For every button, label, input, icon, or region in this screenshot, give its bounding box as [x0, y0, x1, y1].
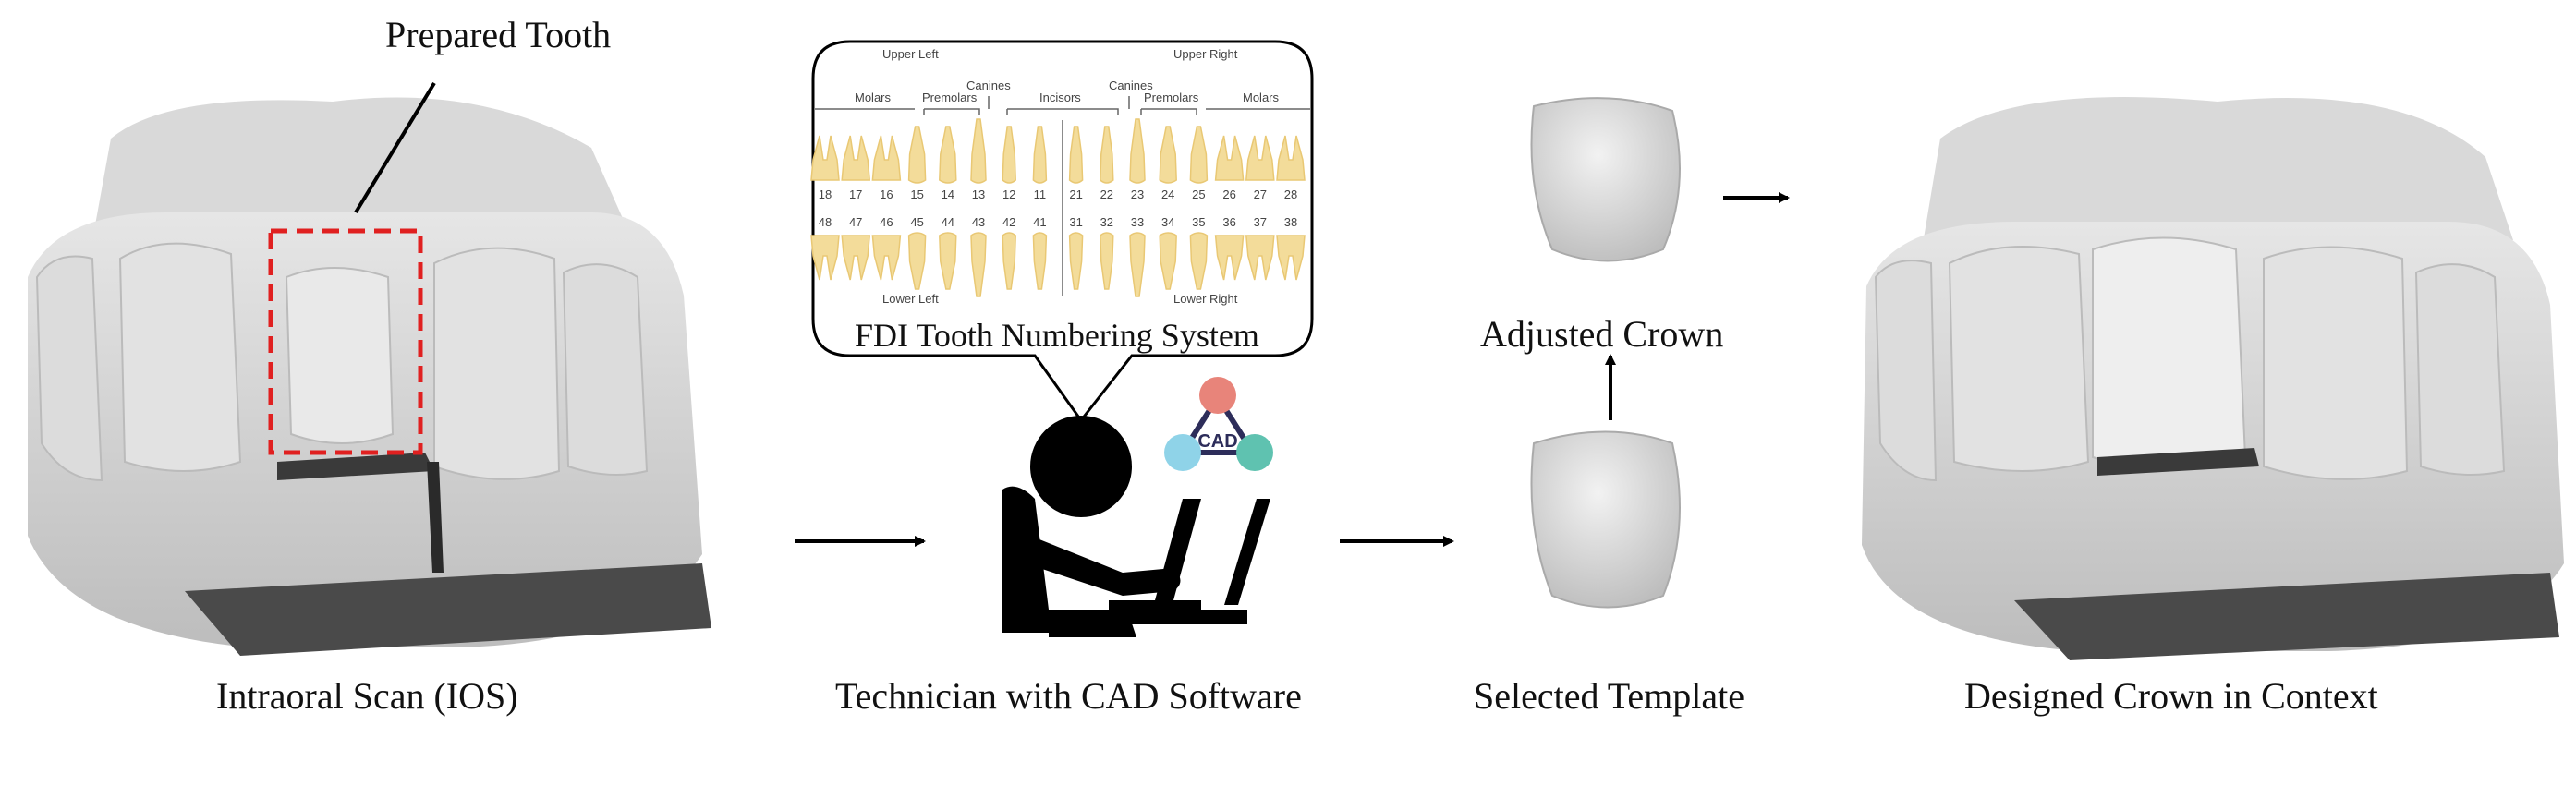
upper-tooth-number: 12 [1002, 187, 1015, 201]
upper-teeth-row [810, 118, 1306, 184]
lower-tooth-number: 43 [972, 215, 985, 229]
upper-tooth-number: 25 [1192, 187, 1205, 201]
lower-tooth-35 [1189, 232, 1209, 290]
upper-tooth-number: 15 [910, 187, 923, 201]
upper-tooth-number: 16 [880, 187, 893, 201]
lower-tooth-36 [1214, 235, 1245, 281]
upper-tooth-number: 24 [1161, 187, 1174, 201]
upper-tooth-24 [1159, 126, 1177, 184]
upper-tooth-number: 23 [1131, 187, 1144, 201]
upper-tooth-13 [970, 118, 987, 184]
lower-tooth-32 [1100, 232, 1114, 290]
lower-tooth-46 [871, 235, 902, 281]
lower-tooth-38 [1276, 235, 1306, 281]
upper-tooth-12 [1002, 126, 1016, 184]
technician-label: Technician with CAD Software [835, 675, 1302, 717]
intraoral-scan-model [28, 81, 711, 656]
upper-tooth-28 [1276, 135, 1306, 181]
prepared-tooth-label: Prepared Tooth [385, 14, 612, 55]
lower-tooth-number: 48 [819, 215, 832, 229]
lower-tooth-44 [939, 232, 957, 290]
upper-tooth-number: 27 [1254, 187, 1267, 201]
fdi-tooth-chart: Upper Left Upper Right Lower Left Lower … [810, 47, 1310, 306]
upper-tooth-26 [1214, 135, 1245, 181]
lower-tooth-number: 42 [1002, 215, 1015, 229]
lower-tooth-43 [970, 232, 987, 297]
upper-tooth-number: 28 [1284, 187, 1297, 201]
upper-tooth-number: 22 [1100, 187, 1113, 201]
lower-tooth-number: 44 [942, 215, 954, 229]
upper-tooth-25 [1189, 126, 1209, 184]
fdi-group-molars-left: Molars [855, 91, 892, 104]
lower-tooth-37 [1245, 235, 1275, 281]
lower-tooth-41 [1032, 232, 1048, 290]
prepared-tooth-highlight [268, 228, 423, 455]
upper-tooth-23 [1129, 118, 1146, 184]
fdi-upper-left: Upper Left [882, 47, 939, 61]
upper-tooth-22 [1100, 126, 1114, 184]
upper-tooth-numbers: 18 17 16 15 14 13 12 11 21 22 23 24 25 26 27 28 [819, 187, 1297, 201]
upper-tooth-11 [1032, 126, 1048, 184]
upper-tooth-number: 26 [1222, 187, 1235, 201]
upper-tooth-18 [810, 135, 840, 181]
lower-tooth-42 [1002, 232, 1016, 290]
fdi-group-canines-left: Canines [966, 79, 1011, 92]
lower-tooth-number: 37 [1254, 215, 1267, 229]
upper-tooth-14 [939, 126, 957, 184]
fdi-group-canines-right: Canines [1109, 79, 1153, 92]
lower-teeth-row [810, 232, 1306, 297]
upper-tooth-16 [871, 135, 902, 181]
lower-tooth-number: 33 [1131, 215, 1144, 229]
lower-tooth-34 [1159, 232, 1177, 290]
fdi-group-premolars-right: Premolars [1144, 91, 1199, 104]
upper-tooth-27 [1245, 135, 1275, 181]
lower-tooth-number: 34 [1161, 215, 1174, 229]
fdi-system-label: FDI Tooth Numbering System [855, 317, 1259, 354]
upper-tooth-21 [1068, 126, 1084, 184]
lower-tooth-33 [1129, 232, 1146, 297]
lower-tooth-31 [1068, 232, 1084, 290]
lower-tooth-number: 35 [1192, 215, 1205, 229]
intraoral-scan-label: Intraoral Scan (IOS) [216, 675, 518, 717]
lower-tooth-numbers: 48 47 46 45 44 43 42 41 31 32 33 34 35 36 37 38 [819, 215, 1297, 229]
lower-tooth-number: 36 [1222, 215, 1235, 229]
adjusted-crown-model [1530, 97, 1681, 262]
upper-tooth-15 [907, 126, 927, 184]
designed-crown-model [1862, 97, 2564, 660]
upper-tooth-number: 14 [942, 187, 954, 201]
fdi-group-premolars-left: Premolars [922, 91, 978, 104]
cad-badge: CAD [1164, 377, 1273, 471]
upper-tooth-number: 11 [1034, 187, 1047, 201]
upper-tooth-number: 17 [849, 187, 862, 201]
lower-tooth-number: 38 [1284, 215, 1297, 229]
upper-tooth-number: 18 [819, 187, 832, 201]
fdi-lower-right: Lower Right [1173, 292, 1238, 306]
designed-crown-label: Designed Crown in Context [1964, 675, 2378, 717]
technician-icon [1002, 416, 1270, 637]
lower-tooth-45 [907, 232, 927, 290]
lower-tooth-number: 46 [880, 215, 893, 229]
selected-template-model [1530, 430, 1681, 609]
upper-tooth-number: 21 [1069, 187, 1082, 201]
lower-tooth-number: 47 [849, 215, 862, 229]
selected-template-label: Selected Template [1474, 675, 1745, 717]
adjusted-crown-label: Adjusted Crown [1480, 313, 1724, 355]
cad-label: CAD [1197, 431, 1237, 452]
upper-tooth-number: 13 [972, 187, 985, 201]
lower-tooth-number: 31 [1069, 215, 1082, 229]
lower-tooth-number: 32 [1100, 215, 1113, 229]
fdi-upper-right: Upper Right [1173, 47, 1238, 61]
upper-tooth-17 [841, 135, 871, 181]
lower-tooth-number: 41 [1033, 215, 1046, 229]
fdi-group-incisors: Incisors [1039, 91, 1081, 104]
fdi-lower-left: Lower Left [882, 292, 939, 306]
lower-tooth-number: 45 [910, 215, 923, 229]
lower-tooth-47 [841, 235, 871, 281]
fdi-group-molars-right: Molars [1243, 91, 1280, 104]
lower-tooth-48 [810, 235, 840, 281]
